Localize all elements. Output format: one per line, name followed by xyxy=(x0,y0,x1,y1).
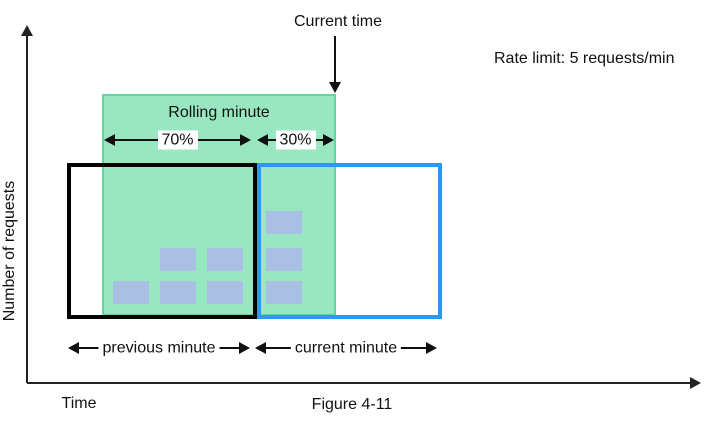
thirty-percent-label: 30% xyxy=(275,130,316,150)
rolling-minute-label: Rolling minute xyxy=(168,104,270,121)
arrow-right-head-icon xyxy=(240,134,251,146)
request-block xyxy=(160,281,196,304)
thirty-percent-arrow: 30% xyxy=(257,130,334,150)
current-minute-arrow: current minute xyxy=(255,338,437,358)
request-block xyxy=(113,281,149,304)
seventy-percent-label: 70% xyxy=(157,130,198,150)
arrow-right-head-icon xyxy=(239,342,250,354)
current-time-label: Current time xyxy=(293,13,383,30)
arrow-left-head-icon xyxy=(257,134,268,146)
previous-minute-label: previous minute xyxy=(98,338,220,358)
arrow-left-head-icon xyxy=(255,342,266,354)
arrow-left-head-icon xyxy=(68,342,79,354)
x-axis-line xyxy=(27,382,692,384)
request-block xyxy=(207,281,243,304)
request-block xyxy=(266,281,302,304)
current-minute-label: current minute xyxy=(290,338,402,358)
seventy-percent-arrow: 70% xyxy=(104,130,251,150)
request-block xyxy=(266,211,302,234)
y-axis-arrowhead-icon xyxy=(21,25,33,36)
current-time-arrow xyxy=(329,36,341,93)
arrow-right-head-icon xyxy=(426,342,437,354)
request-block xyxy=(207,248,243,271)
y-axis-line xyxy=(26,34,28,383)
rate-limit-label: Rate limit: 5 requests/min xyxy=(494,50,675,67)
y-axis-label: Number of requests xyxy=(1,180,18,322)
request-block xyxy=(266,248,302,271)
arrow-right-head-icon xyxy=(323,134,334,146)
figure-caption: Figure 4-11 xyxy=(311,396,393,413)
current-minute-window xyxy=(257,163,442,319)
request-block xyxy=(160,248,196,271)
arrow-down-head-icon xyxy=(329,82,341,93)
previous-minute-arrow: previous minute xyxy=(68,338,250,358)
previous-minute-window xyxy=(67,163,257,319)
arrow-line xyxy=(334,36,336,85)
x-axis-arrowhead-icon xyxy=(690,377,701,389)
arrow-left-head-icon xyxy=(104,134,115,146)
x-axis-label: Time xyxy=(61,395,97,412)
